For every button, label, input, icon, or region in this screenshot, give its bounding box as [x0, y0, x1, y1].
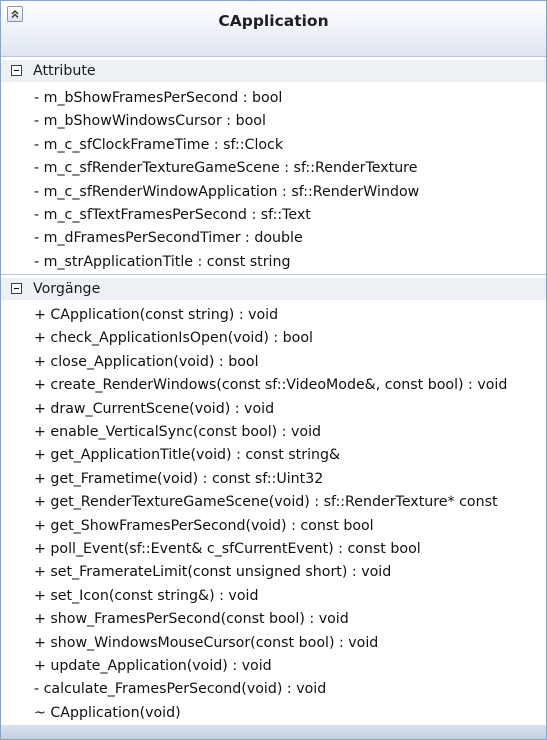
class-header: CApplication: [1, 1, 546, 57]
section-divider: [1, 274, 546, 275]
collapse-attributes-toggle[interactable]: [11, 65, 22, 76]
operation-item[interactable]: + get_RenderTextureGameScene(void) : sf:…: [34, 494, 498, 511]
class-footer: [1, 725, 546, 739]
operation-item[interactable]: + show_FramesPerSecond(const bool) : voi…: [34, 611, 349, 628]
attribute-item[interactable]: - m_bShowWindowsCursor : bool: [34, 113, 266, 130]
attribute-item[interactable]: - m_bShowFramesPerSecond : bool: [34, 90, 283, 106]
attribute-item[interactable]: - m_c_sfRenderWindowApplication : sf::Re…: [34, 183, 420, 200]
operation-item[interactable]: + enable_VerticalSync(const bool) : void: [34, 424, 322, 440]
operation-item[interactable]: + close_Application(void) : bool: [34, 353, 259, 370]
class-title: CApplication: [218, 12, 329, 30]
operation-section-label: Vorgänge: [33, 281, 101, 297]
operation-item[interactable]: + check_ApplicationIsOpen(void) : bool: [34, 330, 313, 347]
attribute-item[interactable]: - m_c_sfRenderTextureGameScene : sf::Ren…: [34, 160, 418, 177]
attribute-section-label: Attribute: [33, 63, 96, 79]
operation-item[interactable]: - calculate_FramesPerSecond(void) : void: [34, 681, 327, 698]
operation-item[interactable]: ~ CApplication(void): [34, 704, 181, 721]
double-chevron-up-icon: [11, 10, 19, 18]
attribute-item[interactable]: - m_c_sfTextFramesPerSecond : sf::Text: [34, 207, 311, 223]
operation-item[interactable]: + create_RenderWindows(const sf::VideoMo…: [34, 377, 508, 394]
operation-item[interactable]: + get_ShowFramesPerSecond(void) : const …: [34, 517, 374, 534]
operation-item[interactable]: + get_Frametime(void) : const sf::Uint32: [34, 470, 324, 487]
attribute-section-header[interactable]: Attribute: [1, 60, 546, 82]
operation-item[interactable]: + get_ApplicationTitle(void) : const str…: [34, 447, 341, 464]
collapse-class-button[interactable]: [7, 6, 23, 22]
operation-section-header[interactable]: Vorgänge: [1, 278, 546, 300]
operation-item[interactable]: + show_WindowsMouseCursor(const bool) : …: [34, 634, 379, 651]
operation-item[interactable]: + draw_CurrentScene(void) : void: [34, 400, 275, 417]
operation-item[interactable]: + poll_Event(sf::Event& c_sfCurrentEvent…: [34, 541, 421, 557]
attribute-item[interactable]: - m_strApplicationTitle : const string: [34, 253, 291, 270]
attribute-item[interactable]: - m_c_sfClockFrameTime : sf::Clock: [34, 136, 284, 153]
collapse-operations-toggle[interactable]: [11, 283, 22, 294]
operation-item[interactable]: + CApplication(const string) : void: [34, 307, 279, 323]
operation-item[interactable]: + set_Icon(const string&) : void: [34, 587, 259, 604]
operation-item[interactable]: + update_Application(void) : void: [34, 658, 272, 674]
operation-item[interactable]: + set_FramerateLimit(const unsigned shor…: [34, 564, 392, 581]
attribute-item[interactable]: - m_dFramesPerSecondTimer : double: [34, 230, 303, 247]
